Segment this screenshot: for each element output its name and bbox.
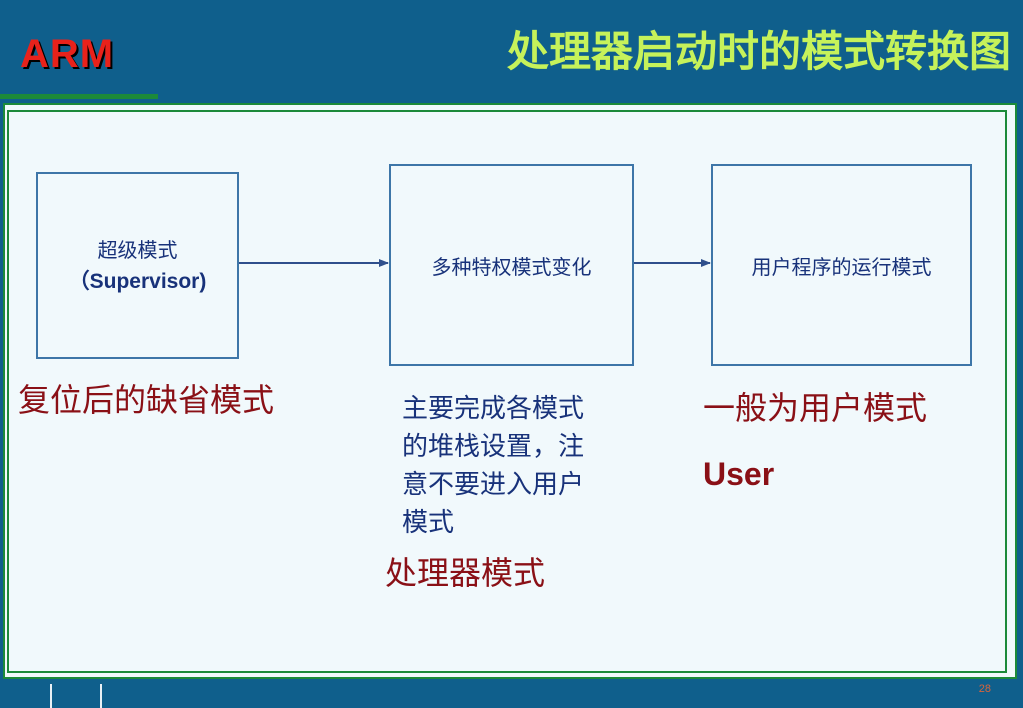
user-mode-english-caption: User bbox=[703, 456, 775, 492]
arm-logo: ARM bbox=[20, 32, 115, 76]
user-program-mode-box: 用户程序的运行模式 bbox=[711, 164, 972, 366]
supervisor-mode-label: 超级模式 bbox=[97, 237, 178, 262]
notes-line: 意不要进入用户 bbox=[402, 470, 585, 500]
supervisor-mode-box: 超级模式 （Supervisor) bbox=[36, 172, 239, 359]
notes-line: 的堆栈设置，注 bbox=[402, 432, 585, 462]
page-number: 28 bbox=[978, 683, 991, 695]
privileged-modes-label: 多种特权模式变化 bbox=[431, 254, 592, 279]
footer-divider bbox=[100, 684, 102, 708]
processor-mode-caption: 处理器模式 bbox=[385, 554, 546, 592]
notes-line: 模式 bbox=[402, 508, 455, 538]
footer-divider bbox=[50, 684, 52, 708]
slide-title: 处理器启动时的模式转换图 bbox=[506, 27, 1011, 76]
slide-header: ARM 处理器启动时的模式转换图 bbox=[0, 0, 1023, 100]
supervisor-mode-english-label: （Supervisor) bbox=[68, 269, 207, 293]
slide-footer bbox=[0, 680, 1023, 708]
user-mode-caption: 一般为用户模式 bbox=[703, 389, 928, 427]
privileged-modes-notes: 主要完成各模式 的堆栈设置，注 意不要进入用户 模式 bbox=[402, 390, 632, 542]
header-accent-line bbox=[0, 94, 158, 99]
user-program-mode-label: 用户程序的运行模式 bbox=[751, 254, 932, 279]
notes-line: 主要完成各模式 bbox=[402, 394, 585, 424]
default-reset-mode-caption: 复位后的缺省模式 bbox=[18, 381, 275, 419]
privileged-modes-box: 多种特权模式变化 bbox=[389, 164, 634, 366]
content-panel-inner-border bbox=[7, 110, 1007, 673]
